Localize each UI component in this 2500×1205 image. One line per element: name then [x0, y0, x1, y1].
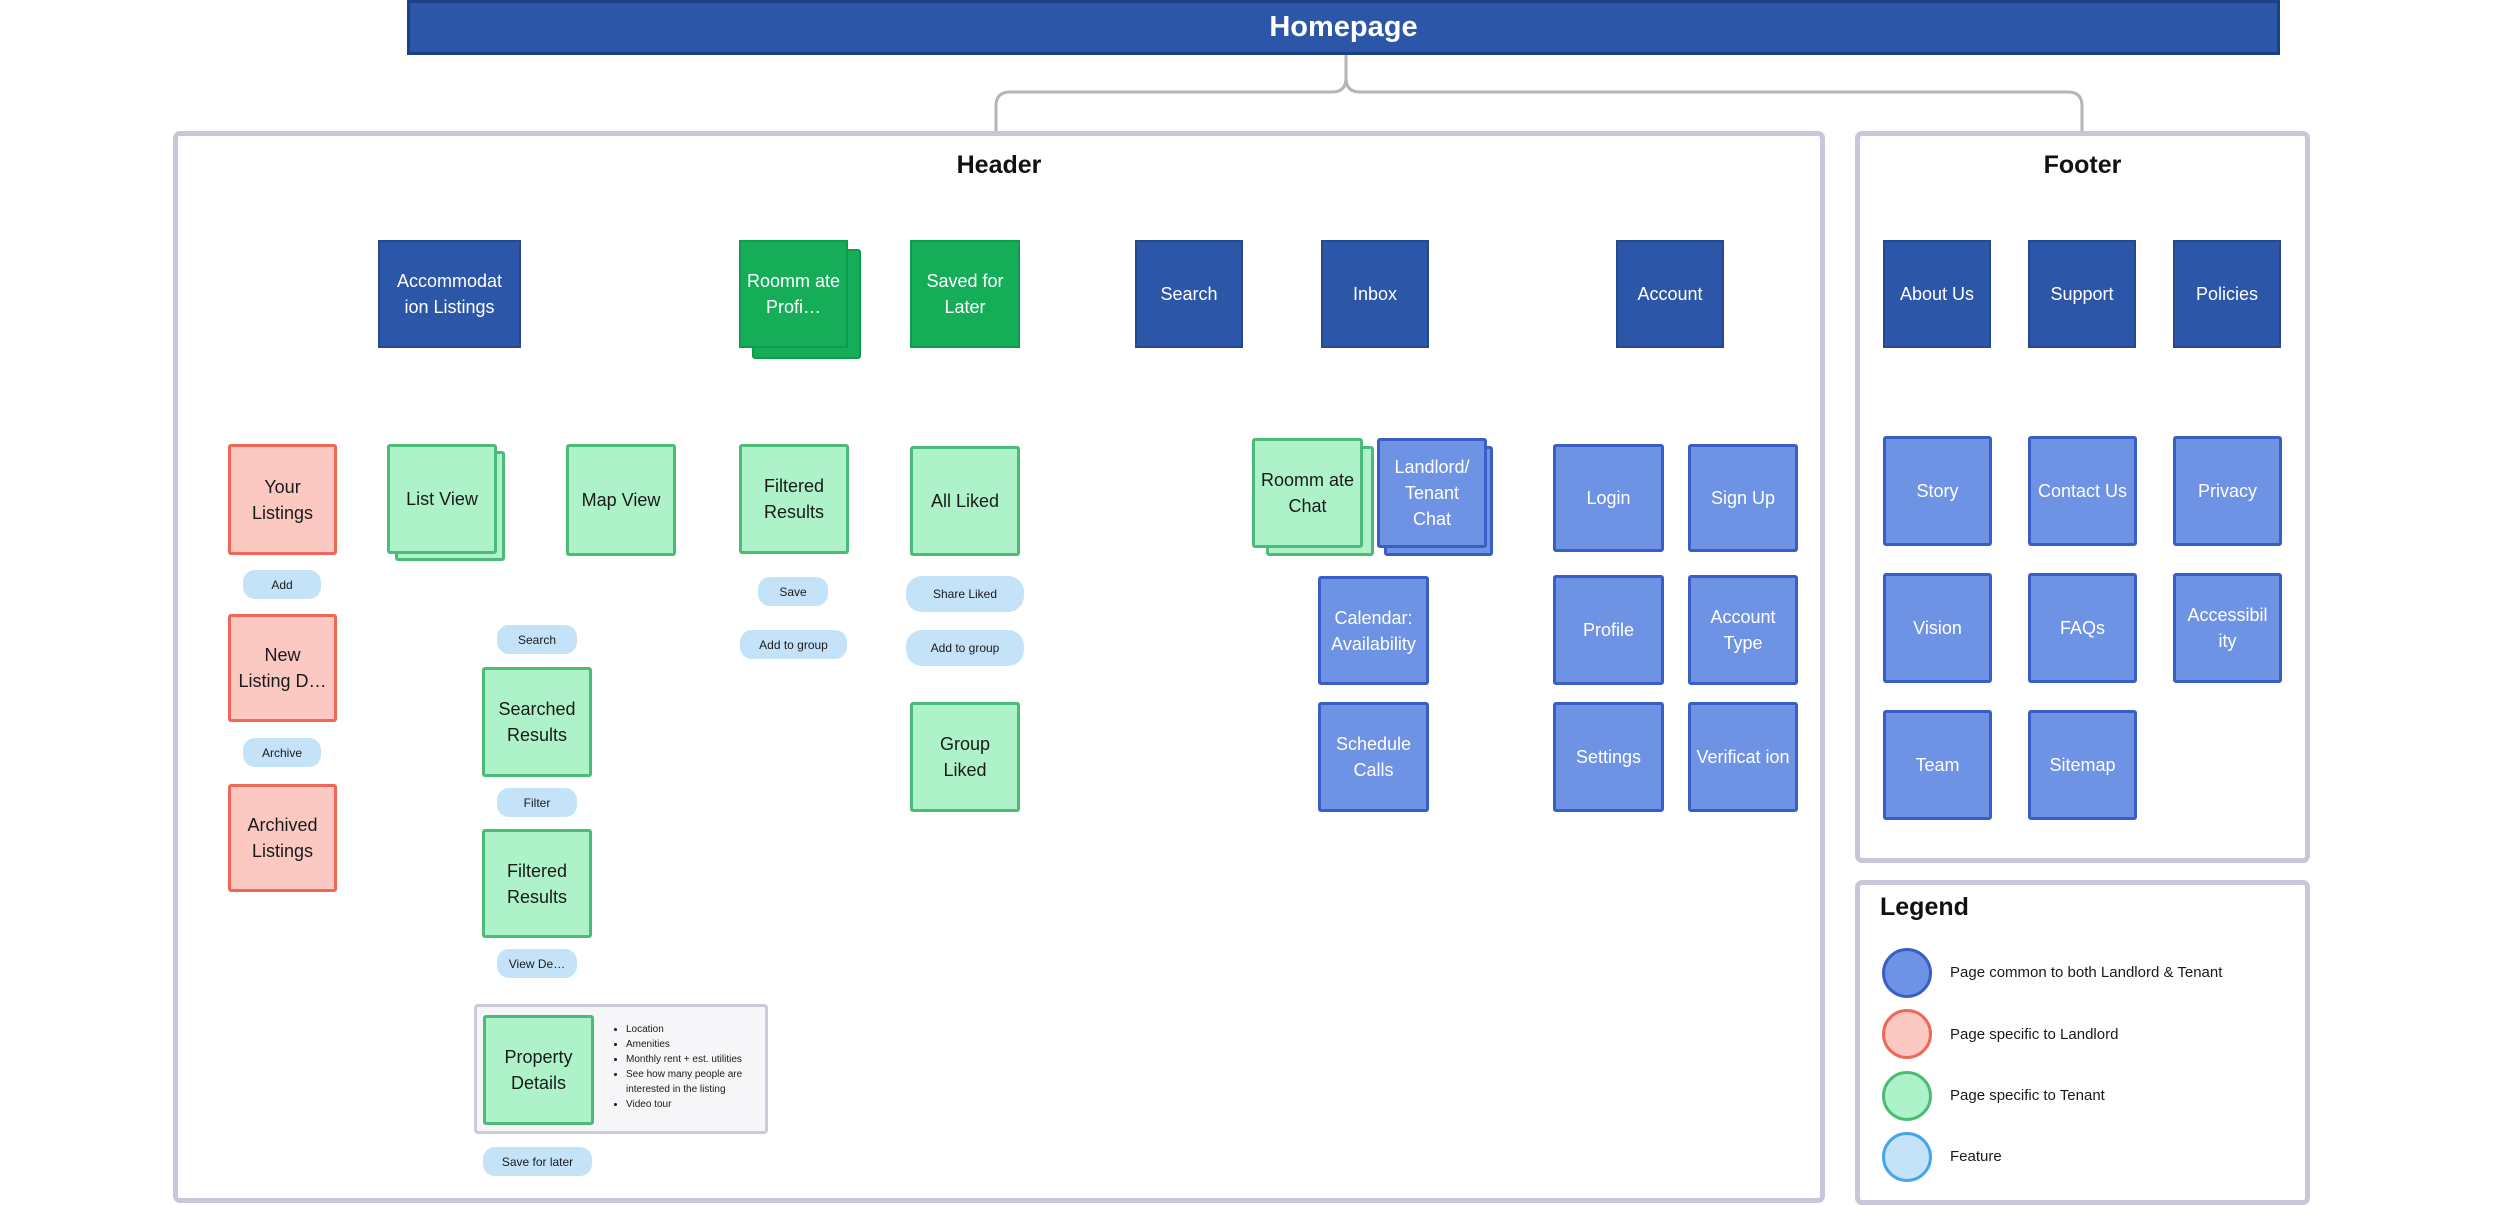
homepage-node[interactable]: Homepage: [407, 0, 2280, 55]
node-vision[interactable]: Vision: [1883, 573, 1992, 683]
node-about-us[interactable]: About Us: [1883, 240, 1991, 348]
node-your-listings[interactable]: Your Listings: [228, 444, 337, 555]
node-support[interactable]: Support: [2028, 240, 2136, 348]
node-settings[interactable]: Settings: [1553, 702, 1664, 812]
node-story[interactable]: Story: [1883, 436, 1992, 546]
node-searched-results[interactable]: Searched Results: [482, 667, 592, 777]
legend-swatch-landlord: [1882, 1009, 1932, 1059]
node-saved-for-later[interactable]: Saved for Later: [910, 240, 1020, 348]
node-verification[interactable]: Verificat ion: [1688, 702, 1798, 812]
node-inbox[interactable]: Inbox: [1321, 240, 1429, 348]
legend-label-landlord: Page specific to Landlord: [1950, 1026, 2119, 1043]
legend-swatch-tenant: [1882, 1071, 1932, 1121]
node-accessibility[interactable]: Accessibil ity: [2173, 573, 2282, 683]
node-search[interactable]: Search: [1135, 240, 1243, 348]
feature-add[interactable]: Add: [243, 570, 321, 599]
node-accommodation-listings[interactable]: Accommodat ion Listings: [378, 240, 521, 348]
node-roommate-chat[interactable]: Roomm ate Chat: [1252, 438, 1363, 548]
node-profile[interactable]: Profile: [1553, 575, 1664, 685]
node-all-liked[interactable]: All Liked: [910, 446, 1020, 556]
footer-title: Footer: [2043, 151, 2122, 179]
node-login[interactable]: Login: [1553, 444, 1664, 552]
legend-swatch-common: [1882, 948, 1932, 998]
feature-search[interactable]: Search: [497, 625, 577, 654]
feature-add-to-group-saved[interactable]: Add to group: [906, 630, 1024, 666]
feature-view-details[interactable]: View De…: [497, 949, 577, 978]
node-roommate-profile[interactable]: Roomm ate Profi…: [739, 240, 848, 348]
node-landlord-tenant-chat[interactable]: Landlord/ Tenant Chat: [1377, 438, 1487, 548]
node-account-type[interactable]: Account Type: [1688, 575, 1798, 685]
node-calendar-availability[interactable]: Calendar: Availability: [1318, 576, 1429, 685]
node-map-view[interactable]: Map View: [566, 444, 676, 556]
node-schedule-calls[interactable]: Schedule Calls: [1318, 702, 1429, 812]
note-item: Video tour: [626, 1097, 776, 1112]
legend-swatch-feature: [1882, 1132, 1932, 1182]
node-filtered-results-list[interactable]: Filtered Results: [482, 829, 592, 938]
feature-archive[interactable]: Archive: [243, 738, 321, 767]
node-policies[interactable]: Policies: [2173, 240, 2281, 348]
node-archived-listings[interactable]: Archived Listings: [228, 784, 337, 892]
note-item: Amenities: [626, 1037, 776, 1052]
homepage-label: Homepage: [1269, 11, 1418, 43]
node-filtered-results-roommate[interactable]: Filtered Results: [739, 444, 849, 554]
note-item: See how many people are interested in th…: [626, 1067, 776, 1097]
node-privacy[interactable]: Privacy: [2173, 436, 2282, 546]
legend-label-tenant: Page specific to Tenant: [1950, 1087, 2105, 1104]
header-title: Header: [956, 151, 1042, 179]
note-item: Monthly rent + est. utilities: [626, 1052, 776, 1067]
feature-save-for-later[interactable]: Save for later: [483, 1147, 592, 1176]
node-sitemap[interactable]: Sitemap: [2028, 710, 2137, 820]
feature-filter[interactable]: Filter: [497, 788, 577, 817]
node-property-details[interactable]: Property Details: [483, 1015, 594, 1125]
node-list-view[interactable]: List View: [387, 444, 497, 554]
node-new-listing[interactable]: New Listing D…: [228, 614, 337, 722]
note-item: Location: [626, 1022, 776, 1037]
node-sign-up[interactable]: Sign Up: [1688, 444, 1798, 552]
legend-title: Legend: [1880, 893, 1969, 921]
property-details-notes: Location Amenities Monthly rent + est. u…: [612, 1022, 776, 1112]
feature-save[interactable]: Save: [758, 577, 828, 606]
feature-share-liked[interactable]: Share Liked: [906, 576, 1024, 612]
node-account[interactable]: Account: [1616, 240, 1724, 348]
node-group-liked[interactable]: Group Liked: [910, 702, 1020, 812]
node-contact-us[interactable]: Contact Us: [2028, 436, 2137, 546]
legend-label-feature: Feature: [1950, 1148, 2002, 1165]
node-team[interactable]: Team: [1883, 710, 1992, 820]
legend-label-common: Page common to both Landlord & Tenant: [1950, 964, 2223, 981]
feature-add-to-group[interactable]: Add to group: [740, 630, 847, 659]
node-faqs[interactable]: FAQs: [2028, 573, 2137, 683]
